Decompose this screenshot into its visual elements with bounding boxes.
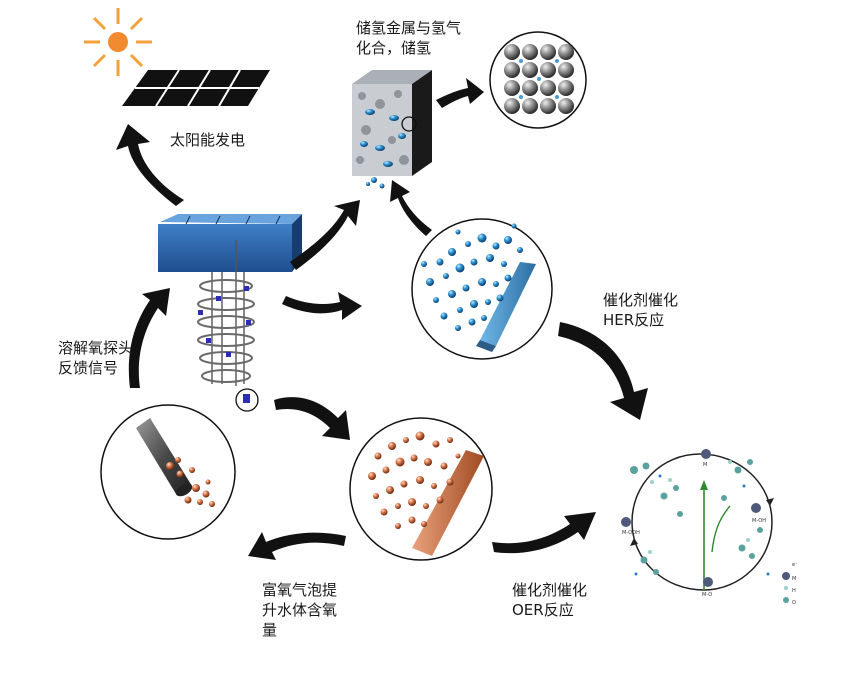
label-do-probe: 溶解氧探头 反馈信号	[58, 339, 134, 377]
catalytic-cycle-icon: M M-OOH M-OH M-O e⁻ M H O	[621, 449, 798, 606]
label-oer-reaction: 催化剂催化 OER反应	[512, 581, 588, 619]
cycle-legend-m: M	[792, 576, 796, 582]
float-device-icon	[158, 214, 302, 412]
cycle-label-moh: M-OH	[752, 518, 766, 524]
cycle-label-m: M	[703, 462, 707, 468]
label-oxygen-bubble: 富氧气泡提 升水体含氧 量	[262, 581, 338, 639]
cycle-label-mooh: M-OOH	[622, 530, 640, 536]
label-her-reaction: 催化剂催化 HER反应	[603, 291, 679, 329]
lattice-icon	[489, 31, 587, 129]
cycle-legend-e: e⁻	[792, 562, 798, 568]
cycle-legend-o: O	[792, 600, 796, 606]
oer-electrode-icon	[349, 417, 493, 561]
cycle-label-mo: M-O	[702, 592, 712, 598]
solar-panel-icon	[122, 69, 270, 107]
sun-icon	[84, 8, 152, 76]
label-hydrogen-storage: 储氢金属与氢气 化合，储氢	[356, 19, 462, 57]
bubble-tube-icon	[100, 404, 236, 540]
cycle-legend-h: H	[792, 588, 796, 594]
label-solar-power: 太阳能发电	[170, 131, 246, 149]
flow-arrows	[116, 78, 648, 560]
her-electrode-icon	[411, 218, 553, 360]
metal-cube-icon	[352, 70, 432, 189]
